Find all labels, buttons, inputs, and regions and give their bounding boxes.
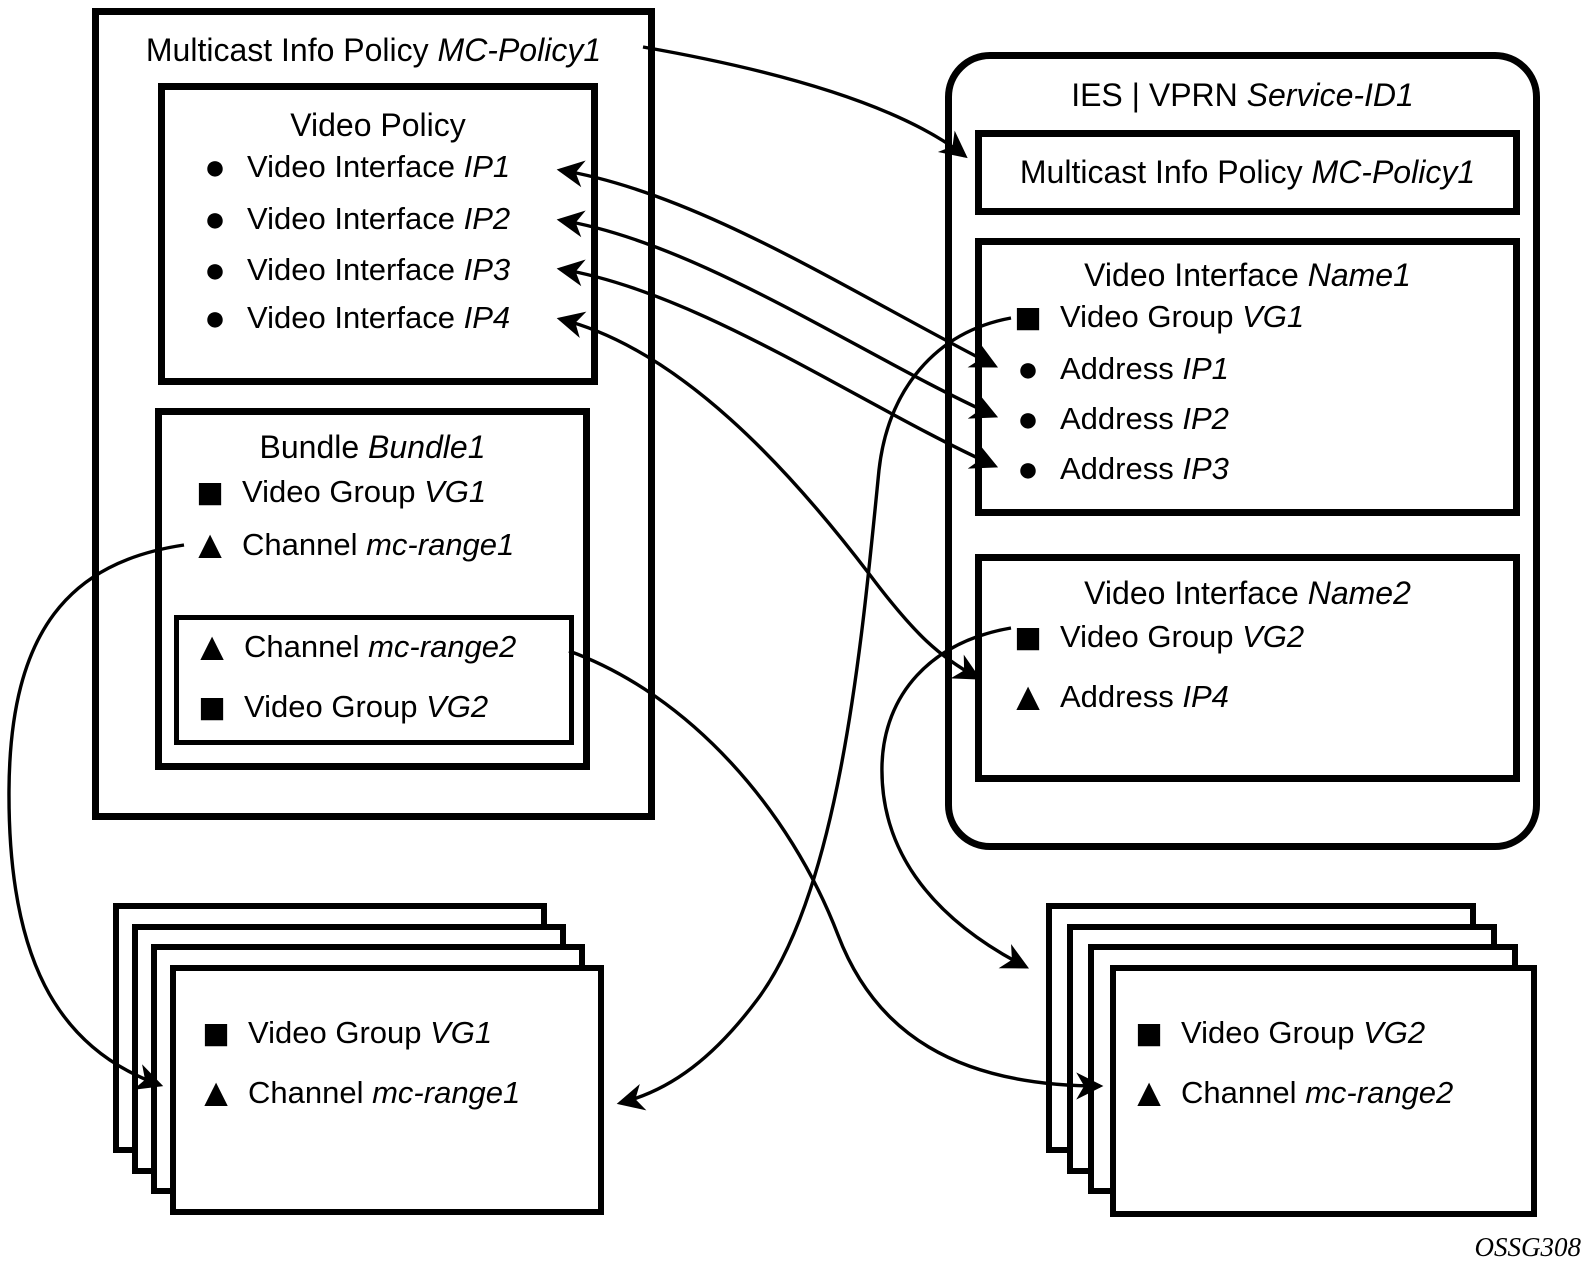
circle-bullet-icon: ● <box>1017 348 1039 389</box>
square-bullet-icon: ■ <box>1014 291 1042 343</box>
circle-bullet-icon: ● <box>204 249 226 290</box>
list-item: ■ Video Group VG2 <box>1008 612 1304 662</box>
circle-bullet-icon: ● <box>1017 448 1039 489</box>
triangle-bullet-icon: ▲ <box>192 625 232 669</box>
list-item: ● Video Interface IP4 <box>195 293 510 343</box>
list-item: ■ Video Group VG2 <box>192 682 488 732</box>
circle-bullet-icon: ● <box>204 297 226 338</box>
list-item: ● Video Interface IP2 <box>195 194 510 244</box>
square-bullet-icon: ■ <box>196 466 224 518</box>
list-item: ■ Video Group VG1 <box>1008 292 1304 342</box>
list-item: ▲ Channel mc-range1 <box>190 523 515 567</box>
video-interface-name1-box: Video Interface Name1 ■ Video Group VG1 … <box>975 238 1520 516</box>
service-policy-ref-box: Multicast Info Policy MC-Policy1 <box>975 130 1520 215</box>
list-item: ● Video Interface IP3 <box>195 245 510 295</box>
bundle-title: Bundle Bundle1 <box>259 429 486 465</box>
square-bullet-icon: ■ <box>1135 1007 1163 1059</box>
video-policy-box: Video Policy ● Video Interface IP1 ● Vid… <box>158 83 598 385</box>
list-item: ● Video Interface IP1 <box>195 142 510 192</box>
list-item: ■ Video Group VG2 <box>1129 1008 1425 1058</box>
circle-bullet-icon: ● <box>1017 398 1039 439</box>
video-interface-name2-box: Video Interface Name2 ■ Video Group VG2 … <box>975 554 1520 782</box>
policy-assignment-arrow <box>642 45 968 159</box>
ies-vprn-service-box: IES | VPRN Service-ID1 Multicast Info Po… <box>945 52 1540 850</box>
triangle-bullet-icon: ▲ <box>196 1071 236 1115</box>
bundle-box: Bundle Bundle1 ■ Video Group VG1 ▲ Chann… <box>155 408 590 770</box>
list-item: ■ Video Group VG1 <box>196 1008 492 1058</box>
triangle-bullet-icon: ▲ <box>1008 675 1048 719</box>
triangle-bullet-icon: ▲ <box>1129 1071 1169 1115</box>
stack-page-front: ■ Video Group VG2 ▲ Channel mc-range2 <box>1110 965 1537 1217</box>
figure-code-label: OSSG308 <box>1474 1232 1582 1262</box>
stack-page-front: ■ Video Group VG1 ▲ Channel mc-range1 <box>170 965 604 1215</box>
service-policy-ref-label: Multicast Info Policy MC-Policy1 <box>1019 154 1476 190</box>
square-bullet-icon: ■ <box>1014 611 1042 663</box>
circle-bullet-icon: ● <box>204 198 226 239</box>
list-item: ▲ Address IP4 <box>1008 675 1229 719</box>
list-item: ▲ Channel mc-range1 <box>196 1071 521 1115</box>
square-bullet-icon: ■ <box>202 1007 230 1059</box>
list-item: ▲ Channel mc-range2 <box>192 625 517 669</box>
triangle-bullet-icon: ▲ <box>190 523 230 567</box>
video-policy-title: Video Policy <box>290 107 466 143</box>
square-bullet-icon: ■ <box>198 681 226 733</box>
channel-override-box: ▲ Channel mc-range2 ■ Video Group VG2 <box>174 615 574 745</box>
list-item: ● Address IP1 <box>1008 344 1229 394</box>
service-title: IES | VPRN Service-ID1 <box>1071 77 1414 113</box>
circle-bullet-icon: ● <box>204 146 226 187</box>
video-interface-name1-title: Video Interface Name1 <box>1084 257 1411 293</box>
list-item: ● Address IP2 <box>1008 394 1229 444</box>
multicast-info-policy-title: Multicast Info Policy MC-Policy1 <box>145 32 602 68</box>
list-item: ■ Video Group VG1 <box>190 467 486 517</box>
list-item: ▲ Channel mc-range2 <box>1129 1071 1454 1115</box>
multicast-info-policy-box: Multicast Info Policy MC-Policy1 Video P… <box>92 8 655 820</box>
list-item: ● Address IP3 <box>1008 444 1229 494</box>
video-interface-name2-title: Video Interface Name2 <box>1084 575 1411 611</box>
